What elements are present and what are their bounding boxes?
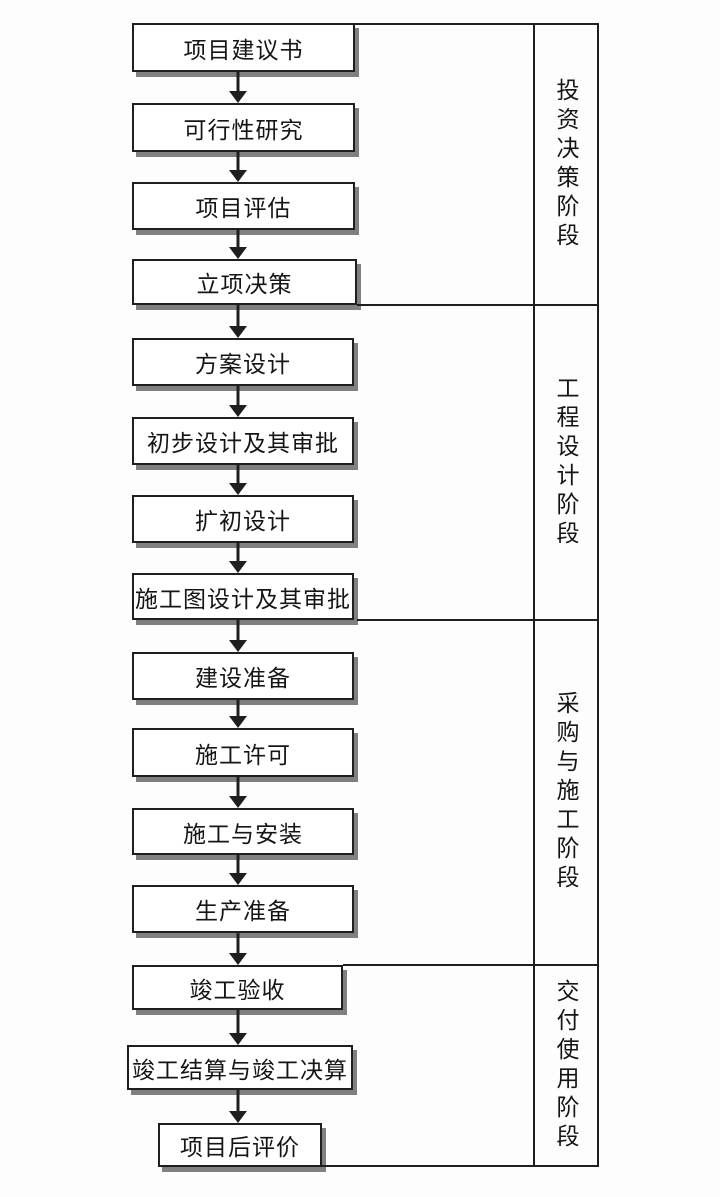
flow-arrow-down-icon [228,465,248,495]
flow-arrow-down-icon [228,72,248,103]
flow-step-box: 施工图设计及其审批 [132,573,354,620]
flow-arrow-down-icon [228,777,248,808]
flow-step-label: 立项决策 [196,272,293,297]
flow-step-label: 项目建议书 [183,37,304,63]
flow-step-box: 项目评估 [132,182,355,230]
flow-step-box: 项目建议书 [132,23,355,72]
flow-step-box: 项目后评价 [158,1123,322,1167]
phase-divider-line [343,964,599,966]
flow-step-label: 竣工结算与竣工决算 [132,1057,348,1083]
phase-divider-line [357,619,599,621]
flow-step-box: 施工与安装 [132,808,354,855]
phase-label: 投资决策阶段 [553,78,578,252]
flow-step-box: 施工许可 [132,728,354,777]
phase-label: 交付使用阶段 [553,978,578,1153]
phase-label: 采购与施工阶段 [553,691,578,894]
flow-step-label: 项目后评价 [180,1135,300,1160]
phase-bottom-line [158,1165,599,1167]
flow-arrow-down-icon [228,386,248,417]
flow-step-label: 施工图设计及其审批 [135,586,351,612]
flow-step-label: 方案设计 [195,352,291,377]
flow-step-label: 竣工验收 [189,977,286,1003]
flow-step-label: 可行性研究 [183,117,304,143]
flow-step-box: 竣工验收 [132,965,343,1010]
flow-arrow-down-icon [228,1010,248,1045]
flow-step-box: 初步设计及其审批 [132,417,354,465]
flow-arrow-down-icon [228,620,248,652]
flow-step-box: 生产准备 [132,885,354,933]
flow-arrow-down-icon [228,700,248,728]
flow-step-box: 扩初设计 [132,495,354,543]
flow-arrow-down-icon [228,230,248,259]
phase-top-line [355,23,599,25]
flow-step-label: 施工与安装 [183,821,303,847]
phase-column-right-rail [597,23,599,1167]
flow-step-box: 建设准备 [132,652,354,700]
flow-step-label: 扩初设计 [195,509,291,534]
flow-step-box: 立项决策 [132,259,357,305]
flow-step-label: 施工许可 [195,742,291,768]
flow-step-label: 初步设计及其审批 [147,431,339,456]
flow-step-label: 项目评估 [195,196,292,221]
flow-step-label: 生产准备 [195,899,291,924]
flow-arrow-down-icon [228,933,248,965]
flow-arrow-down-icon [228,1090,248,1123]
flow-arrow-down-icon [228,855,248,885]
phase-column-left-rail [533,23,535,1167]
flow-arrow-down-icon [228,543,248,573]
flow-step-box: 可行性研究 [132,103,355,152]
flow-step-box: 方案设计 [132,338,354,386]
flow-step-box: 竣工结算与竣工决算 [127,1045,353,1090]
flow-arrow-down-icon [228,152,248,182]
phase-divider-line [357,304,599,306]
flow-step-label: 建设准备 [195,666,291,691]
flow-arrow-down-icon [228,305,248,338]
phase-label: 工程设计阶段 [553,375,578,550]
